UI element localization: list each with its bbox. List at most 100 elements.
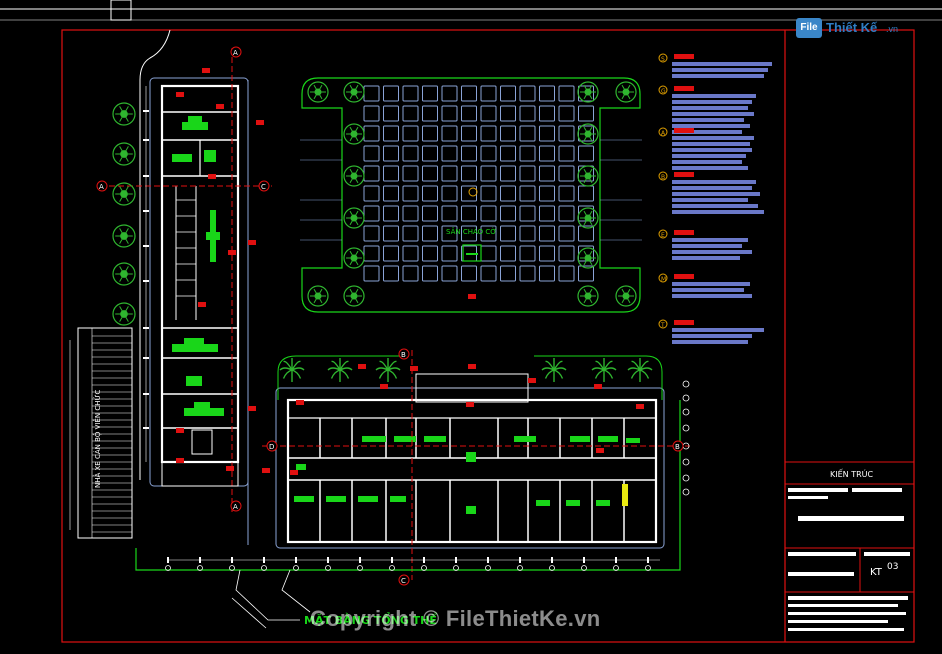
tree-icon — [343, 247, 365, 269]
tree-icon — [343, 285, 365, 307]
legend-heading — [674, 128, 694, 133]
paving-tile — [539, 265, 555, 282]
paving-tile — [363, 105, 380, 122]
axis-bubble-label: C — [401, 577, 406, 585]
paving-tile — [519, 105, 536, 122]
legend-line — [672, 130, 742, 134]
legend-line — [672, 112, 754, 116]
palm-icon — [375, 358, 401, 382]
paving-tile — [500, 125, 516, 142]
red-tag — [380, 384, 388, 389]
left-wing — [100, 29, 272, 545]
legend-marker-letter: G — [661, 88, 666, 95]
legend-line — [672, 142, 750, 146]
red-tag — [596, 448, 604, 453]
legend-line — [672, 288, 744, 292]
legend-line — [672, 94, 756, 98]
paving-tile — [363, 265, 380, 282]
paving-tile — [422, 245, 438, 262]
paving-tile — [539, 185, 555, 202]
axis-bubble-label: D — [269, 443, 274, 451]
legend-line — [672, 118, 744, 122]
paving-tile — [383, 225, 399, 242]
logo-text: Thiết Kế — [826, 20, 878, 35]
sheet-number: 03 — [887, 562, 899, 572]
paving-tile — [539, 225, 555, 242]
left-wing-trees — [112, 102, 136, 326]
legend-marker — [658, 127, 668, 137]
palm-icon — [627, 358, 653, 382]
paving-tile — [441, 225, 458, 242]
red-tag — [256, 120, 264, 125]
paving-tile — [500, 165, 516, 182]
legend-marker — [658, 319, 668, 329]
legend-marker — [658, 273, 668, 283]
title-block — [785, 461, 914, 631]
paving-tile — [500, 245, 516, 262]
paving-tile — [480, 85, 497, 102]
red-tag — [198, 302, 206, 307]
paving-tile — [539, 205, 555, 222]
paving-tile — [461, 125, 477, 142]
red-tag — [202, 68, 210, 73]
paving-tile — [558, 85, 575, 102]
paving-tile — [500, 85, 516, 102]
paving-tile — [539, 145, 555, 162]
paving-tile — [480, 165, 497, 182]
dim-ticks-left — [143, 110, 149, 429]
paving-tile — [363, 165, 380, 182]
tree-icon — [343, 165, 365, 187]
legend-line — [672, 244, 742, 248]
road-edge-left — [139, 29, 171, 480]
legend-heading — [674, 54, 694, 59]
plan-title: MẶT BẰNG TỔNG THỂ — [304, 614, 437, 627]
legend-line — [672, 154, 746, 158]
axis-bubble-label: A — [233, 503, 238, 511]
axis-bubble-label: B — [675, 443, 680, 451]
red-tag — [594, 384, 602, 389]
legend-line — [672, 74, 764, 78]
paving-tile — [558, 205, 575, 222]
tree-icon — [343, 123, 365, 145]
wing-outer — [149, 77, 249, 487]
legend-line — [672, 148, 752, 152]
paving-tile — [461, 85, 477, 102]
paving-tile — [383, 125, 399, 142]
paving-tile — [480, 145, 497, 162]
paving-tile — [558, 265, 575, 282]
tree-icon — [307, 285, 329, 307]
tree-icon — [577, 285, 599, 307]
tree-icon — [577, 165, 599, 187]
paving-tile — [500, 225, 516, 242]
paving-tile — [441, 85, 458, 102]
legend-line — [672, 136, 754, 140]
paving-tile — [578, 145, 594, 162]
paving-tile — [422, 205, 438, 222]
legend-line — [672, 204, 758, 208]
red-tag — [228, 250, 236, 255]
red-tag — [176, 458, 184, 463]
paving-tile — [363, 185, 380, 202]
legend-line — [672, 210, 764, 214]
legend-line — [672, 256, 740, 260]
paving-tile — [480, 185, 497, 202]
tree-icon — [112, 142, 136, 166]
paving-tile — [480, 265, 497, 282]
courtyard-outline — [301, 77, 641, 313]
legend-line — [672, 282, 750, 286]
paving-tile — [422, 185, 438, 202]
red-tag — [226, 466, 234, 471]
red-tag — [636, 404, 644, 409]
paving-tile — [480, 105, 497, 122]
paving-tile — [441, 125, 458, 142]
legend-line — [672, 186, 752, 190]
paving-tile — [558, 145, 575, 162]
paving-tile — [539, 245, 555, 262]
axis-bubble-label: B — [401, 351, 406, 359]
level-marker — [468, 187, 478, 197]
legend-line — [672, 328, 764, 332]
red-tag — [296, 400, 304, 405]
red-tag — [528, 378, 536, 383]
bottom-wing — [135, 350, 690, 629]
paving-tile — [383, 145, 399, 162]
